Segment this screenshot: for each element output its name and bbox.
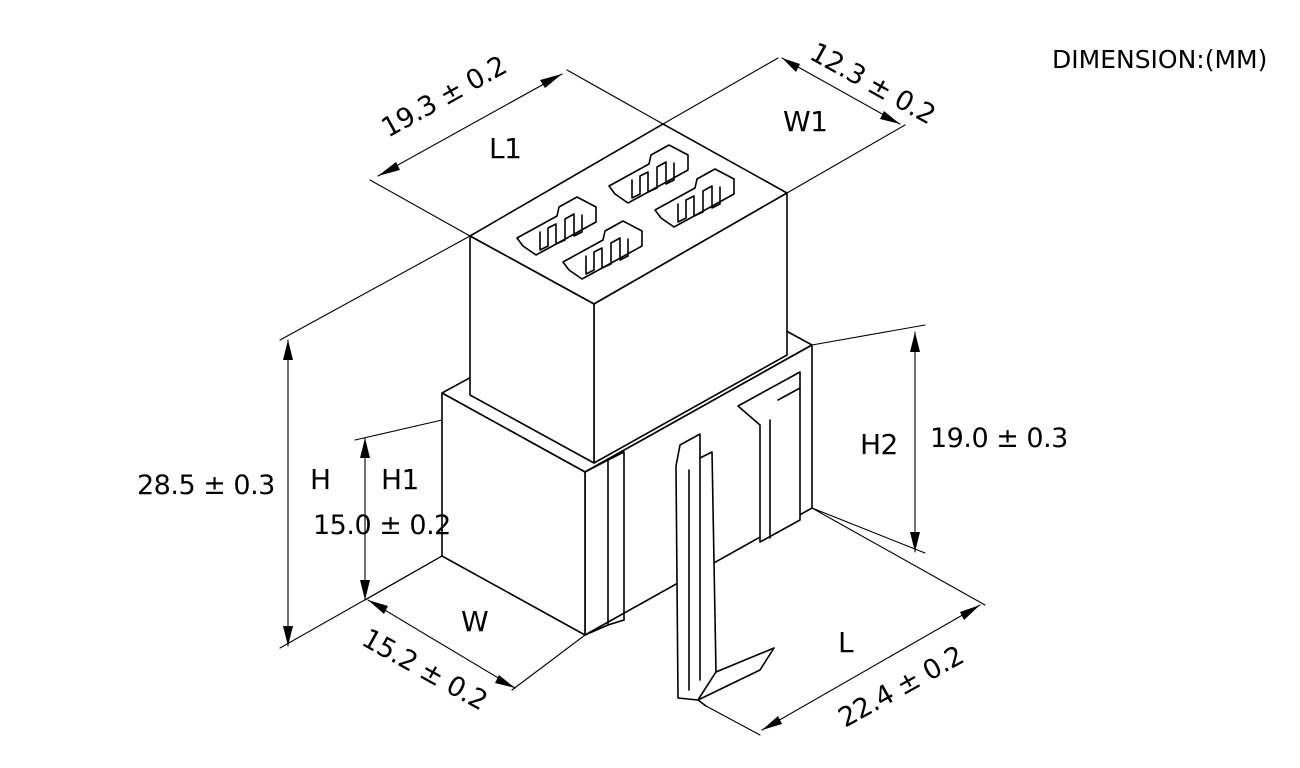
dim-value-h1: 15.0 ± 0.2 xyxy=(313,510,451,541)
arrow-h1-a xyxy=(360,438,370,458)
label-h: H xyxy=(310,463,331,496)
dim-line-l1 xyxy=(377,73,563,177)
extension-lines xyxy=(279,57,986,736)
arrow-w1-a xyxy=(782,58,800,72)
arrow-h-a xyxy=(283,340,293,360)
arrow-l1-b xyxy=(540,74,562,88)
dim-value-h: 28.5 ± 0.3 xyxy=(137,470,275,501)
locking-latch xyxy=(675,371,801,707)
arrow-w1-b xyxy=(880,111,900,124)
terminal-cavities xyxy=(516,144,735,280)
arrow-h2-a xyxy=(910,332,920,352)
terminal-cavity-3 xyxy=(562,220,643,280)
arrow-h-b xyxy=(283,626,293,646)
label-h1: H1 xyxy=(381,463,419,496)
arrow-l1-a xyxy=(378,162,400,176)
arrow-w-b xyxy=(495,675,515,688)
arrow-l-a xyxy=(762,716,782,730)
dim-value-h2: 19.0 ± 0.3 xyxy=(930,423,1068,454)
dim-line-w1 xyxy=(781,57,901,125)
dim-line-w xyxy=(367,599,516,689)
terminal-cavity-1 xyxy=(516,196,597,256)
arrow-h1-b xyxy=(360,580,370,600)
dim-value-l1: 19.3 ± 0.2 xyxy=(376,50,512,144)
label-w1: W1 xyxy=(783,105,828,138)
arrow-l-b xyxy=(960,605,980,620)
upper-housing xyxy=(469,123,788,464)
dim-value-l: 22.4 ± 0.2 xyxy=(833,640,969,734)
dim-line-l xyxy=(761,604,981,731)
terminal-cavity-4 xyxy=(654,168,735,228)
arrow-w-a xyxy=(368,600,388,614)
terminal-cavity-2 xyxy=(608,144,689,204)
units-note: DIMENSION:(MM) xyxy=(1052,45,1267,74)
label-l: L xyxy=(838,626,854,659)
arrow-h2-b xyxy=(910,532,920,552)
label-w: W xyxy=(461,605,488,638)
dimension-lines xyxy=(283,57,981,731)
label-h2: H2 xyxy=(860,428,898,461)
label-l1: L1 xyxy=(489,132,521,165)
